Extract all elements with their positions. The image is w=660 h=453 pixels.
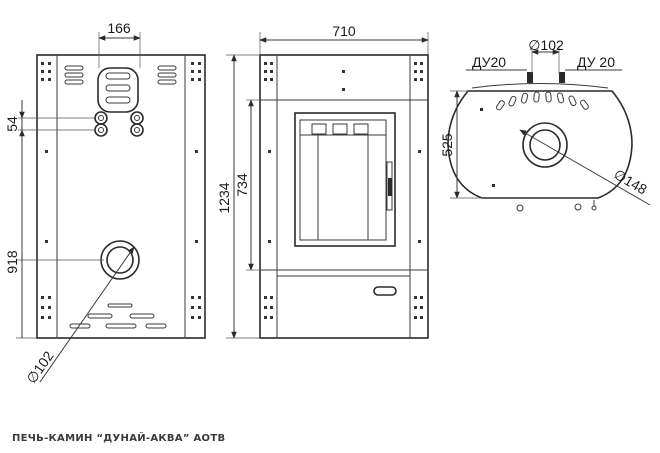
front-dim-1234: 1234 [216, 54, 260, 339]
dim-top-diameter-148-label: ∅148 [611, 166, 650, 198]
dim-du20-left-label: ДУ20 [472, 54, 506, 70]
dim-54-label: 54 [4, 116, 20, 132]
rear-dim-166: 166 [98, 20, 141, 68]
front-fire-door [294, 112, 396, 247]
rear-dim-54: 54 [4, 100, 95, 148]
front-ash-handle [373, 286, 397, 296]
dim-734-label: 734 [234, 173, 250, 197]
rear-water-pipes [94, 111, 144, 137]
top-view: ∅102 ДУ20 ДУ 20 525 ∅148 [439, 37, 651, 212]
rear-view: 166 54 918 ∅102 [4, 20, 206, 386]
dim-top-diameter-102-label: ∅102 [528, 37, 564, 53]
top-dim-525: 525 [439, 90, 482, 199]
dim-rear-diameter-label: ∅102 [23, 348, 57, 386]
rear-flue-plate [97, 67, 139, 113]
front-dim-710: 710 [259, 23, 429, 55]
top-dim-diameter-102: ∅102 [528, 37, 564, 74]
rear-dim-918: 918 [4, 118, 104, 339]
dim-166-label: 166 [107, 20, 131, 36]
top-pipe-right [559, 72, 565, 83]
rear-dim-diameter-102: ∅102 [23, 246, 135, 386]
dim-918-label: 918 [4, 250, 20, 274]
rear-bottom-slots [69, 303, 167, 329]
front-dim-734: 734 [234, 99, 260, 271]
drawing-caption: ПЕЧЬ-КАМИН “ДУНАЙ-АКВА” АОТВ [12, 433, 226, 444]
top-dim-du20: ДУ20 ДУ 20 [466, 54, 622, 71]
front-view: 710 1234 734 [216, 23, 429, 339]
rear-vent-slots [64, 65, 177, 85]
dim-710-label: 710 [332, 23, 356, 39]
rear-side-holes [41, 62, 201, 319]
top-flue-collar [522, 122, 568, 168]
dim-525-label: 525 [439, 133, 455, 157]
front-body-outline [259, 54, 429, 339]
top-vent-slots [495, 91, 589, 111]
dim-du20-right-label: ДУ 20 [577, 54, 615, 70]
top-dim-diameter-148: ∅148 [519, 129, 651, 206]
top-pipe-left [527, 72, 533, 83]
front-side-holes [264, 62, 423, 319]
rear-body-outline [36, 54, 206, 339]
dim-1234-label: 1234 [216, 182, 232, 213]
top-body-outline [447, 90, 633, 199]
